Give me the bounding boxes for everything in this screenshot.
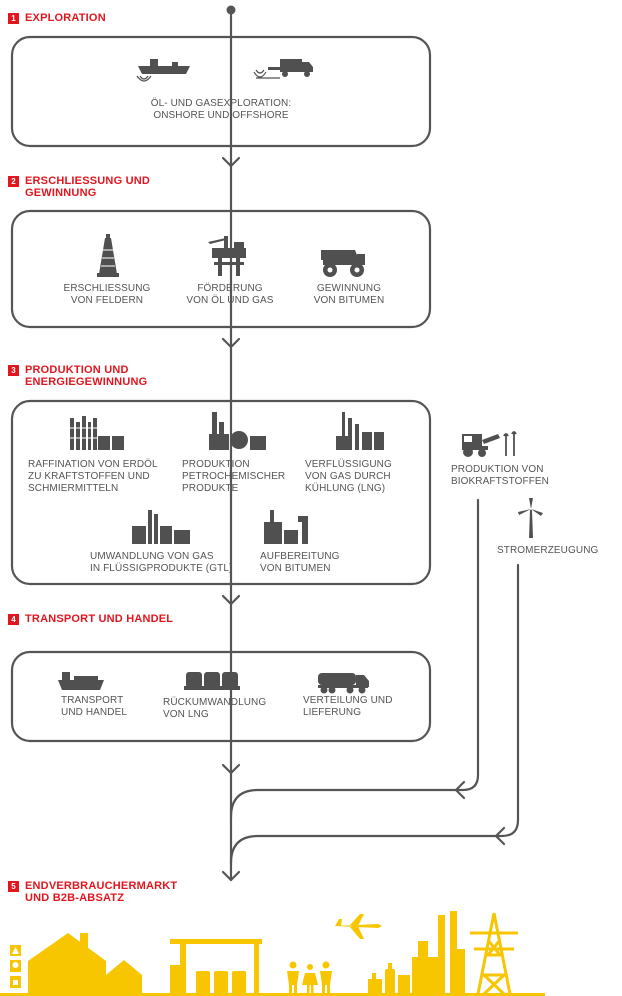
seismic-ship-icon bbox=[136, 59, 190, 82]
upgrader-icon bbox=[264, 510, 308, 544]
wind-turbine-icon bbox=[518, 498, 543, 538]
section-header-exploration: 1 EXPLORATION bbox=[8, 12, 106, 24]
section-1-box bbox=[10, 35, 432, 148]
family-icon bbox=[287, 961, 332, 994]
offshore-platform-icon bbox=[208, 236, 246, 276]
gtl-plant-icon bbox=[132, 510, 190, 544]
filling-station-icon bbox=[170, 939, 262, 994]
tanker-truck-icon bbox=[318, 673, 369, 694]
tanker-ship-icon bbox=[58, 672, 104, 690]
lubricants-icon bbox=[368, 963, 410, 994]
chemical-plant-icon bbox=[209, 412, 266, 450]
section-number-badge: 1 bbox=[8, 13, 19, 24]
section-title: TRANSPORT UND HANDEL bbox=[25, 613, 174, 625]
power-merge-curve bbox=[229, 834, 498, 865]
refinery-icon bbox=[68, 416, 124, 450]
section-4-box bbox=[10, 650, 432, 743]
house-icon bbox=[28, 933, 142, 994]
consumer-skyline bbox=[0, 911, 545, 996]
power-label: STROMERZEUGUNG bbox=[497, 545, 599, 556]
section-3-box bbox=[10, 399, 432, 586]
arrow-3 bbox=[221, 594, 241, 606]
seismic-truck-icon bbox=[253, 59, 313, 79]
section-header-transport: 4 TRANSPORT UND HANDEL bbox=[8, 613, 173, 625]
section-2-box bbox=[10, 209, 432, 329]
lng-plant-icon bbox=[336, 412, 384, 450]
start-dot bbox=[226, 5, 236, 15]
biofuels-flow-line bbox=[454, 498, 480, 792]
biofuels-merge-curve bbox=[229, 788, 458, 819]
section-title: EXPLORATION bbox=[25, 12, 106, 24]
mining-truck-icon bbox=[321, 250, 365, 277]
section-number-badge: 5 bbox=[8, 881, 19, 892]
section-number-badge: 2 bbox=[8, 176, 19, 187]
arrow-1 bbox=[221, 156, 241, 168]
harvester-icon bbox=[462, 431, 517, 457]
industry-icon bbox=[412, 911, 465, 994]
power-pylon-icon bbox=[470, 912, 518, 996]
section-number-badge: 4 bbox=[8, 614, 19, 625]
arrow-5 bbox=[221, 870, 241, 882]
airplane-icon bbox=[335, 914, 382, 939]
drilling-rig-icon bbox=[97, 234, 119, 277]
arrow-biofuels bbox=[454, 780, 466, 800]
arrow-power bbox=[494, 826, 506, 846]
arrow-4 bbox=[221, 763, 241, 775]
regasification-icon bbox=[184, 672, 240, 690]
section-number-badge: 3 bbox=[8, 365, 19, 376]
arrow-2 bbox=[221, 337, 241, 349]
power-flow-line bbox=[494, 563, 520, 838]
exploration-label: ÖL- UND GASEXPLORATION:ONSHORE UND OFFSH… bbox=[150, 98, 292, 121]
